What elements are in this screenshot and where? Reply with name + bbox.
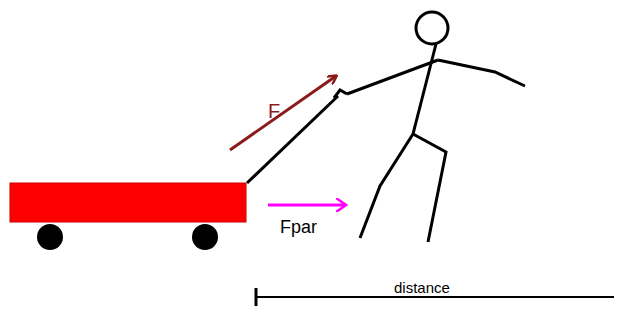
wagon-body bbox=[10, 183, 246, 222]
wheel bbox=[192, 224, 218, 250]
distance-line bbox=[256, 296, 614, 298]
parallel-force-label: Fpar bbox=[280, 218, 317, 238]
force-arrow bbox=[230, 76, 336, 150]
wheel bbox=[37, 224, 63, 250]
wagon-handle bbox=[247, 96, 338, 183]
hand bbox=[334, 90, 347, 98]
stick-figure bbox=[347, 12, 525, 242]
distance-tick bbox=[255, 288, 258, 306]
distance-label: distance bbox=[394, 280, 450, 297]
force-label: F bbox=[268, 100, 280, 122]
parallel-force-arrow bbox=[268, 204, 346, 207]
